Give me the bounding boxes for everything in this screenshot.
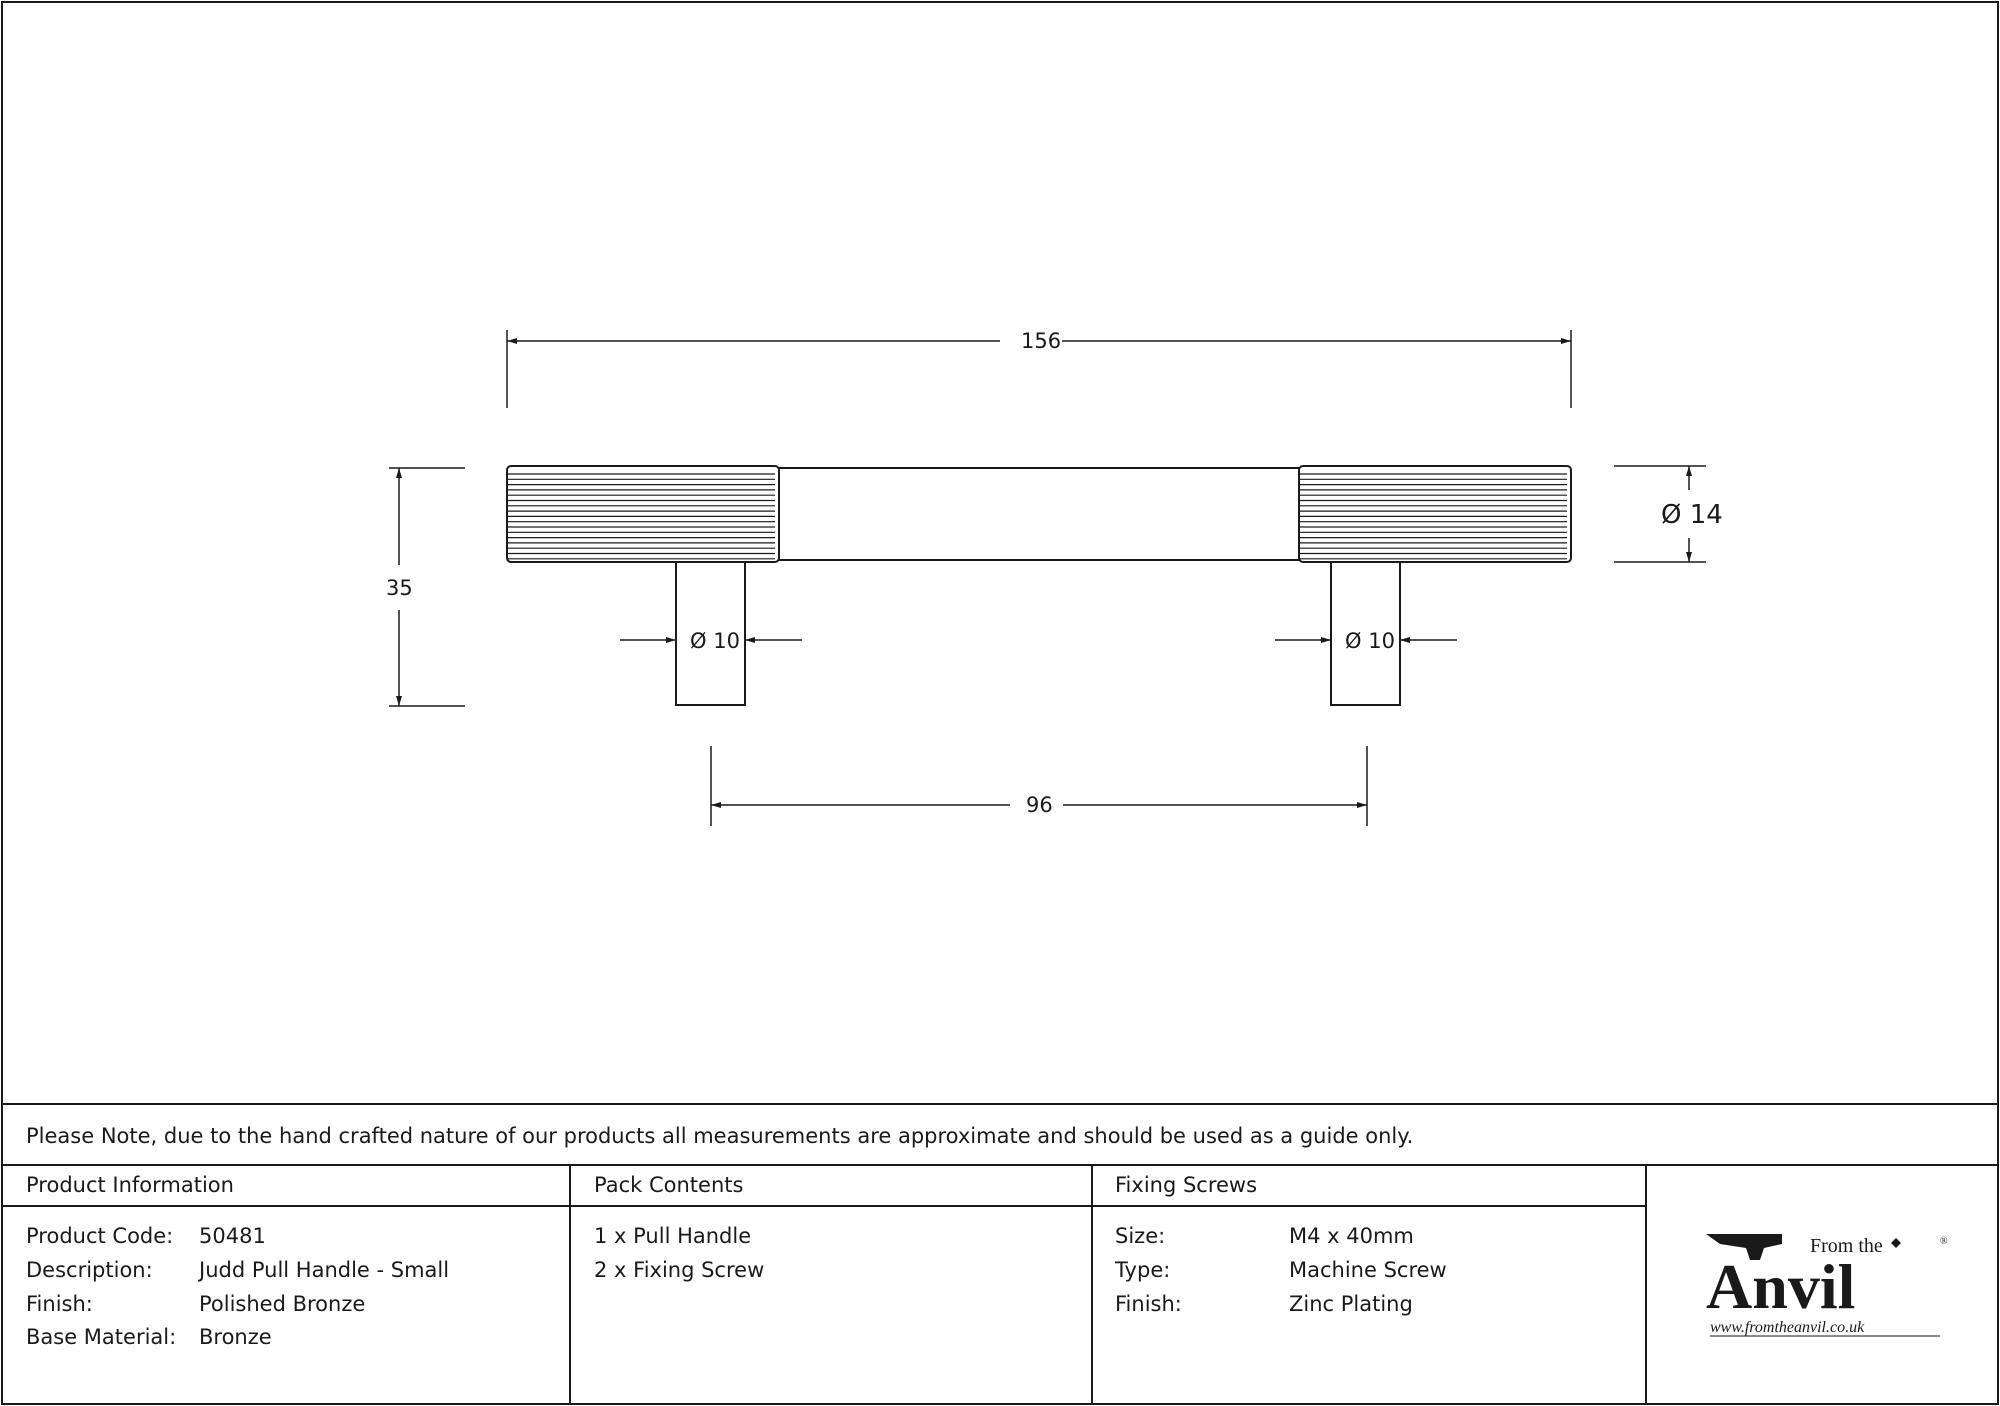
dim-label-post-left: Ø 10 [690, 629, 740, 653]
product-code-value: 50481 [199, 1224, 266, 1248]
screw-size-value: M4 x 40mm [1289, 1224, 1414, 1248]
pack-contents-heading: Pack Contents [594, 1173, 744, 1197]
description-label: Description: [26, 1258, 153, 1282]
dim-label-overall-length: 156 [1021, 329, 1062, 353]
finish-value: Polished Bronze [199, 1292, 366, 1316]
screw-finish-label: Finish: [1115, 1292, 1182, 1316]
diamond-icon [1891, 1238, 1901, 1248]
screw-type-value: Machine Screw [1289, 1258, 1447, 1282]
anvil-icon [1706, 1234, 1782, 1260]
dimension-centres [710, 746, 1368, 826]
handle-post-right [1330, 561, 1401, 706]
pack-item: 2 x Fixing Screw [594, 1258, 765, 1282]
finish-label: Finish: [26, 1292, 93, 1316]
logo-website: www.fromtheanvil.co.uk [1710, 1319, 1865, 1336]
pull-handle [506, 465, 1572, 706]
fixing-screws-heading: Fixing Screws [1115, 1173, 1258, 1197]
measurement-note: Please Note, due to the hand crafted nat… [26, 1124, 1414, 1148]
description-value: Judd Pull Handle - Small [199, 1258, 450, 1282]
knurled-grip-right [1298, 465, 1572, 563]
base-material-label: Base Material: [26, 1325, 177, 1349]
dimension-bar-diameter [1614, 465, 1706, 563]
screw-finish-value: Zinc Plating [1289, 1292, 1413, 1316]
product-code-label: Product Code: [26, 1224, 174, 1248]
logo-from-the: From the [1810, 1235, 1883, 1257]
base-material-value: Bronze [199, 1325, 272, 1349]
dim-label-centres: 96 [1026, 793, 1053, 817]
dimension-height [389, 467, 465, 707]
screw-type-label: Type: [1115, 1258, 1171, 1282]
dim-label-height: 35 [386, 576, 413, 600]
pack-item: 1 x Pull Handle [594, 1224, 752, 1248]
knurled-grip-left [506, 465, 780, 563]
product-information-heading: Product Information [26, 1173, 234, 1197]
dimension-overall-length [506, 330, 1572, 408]
logo-registered: ® [1940, 1236, 1948, 1247]
logo-anvil: Anvil [1706, 1251, 1855, 1322]
knurl-lines-right [1300, 473, 1567, 560]
handle-bar-centre [777, 467, 1301, 561]
knurl-lines-left [508, 473, 775, 560]
screw-size-label: Size: [1115, 1224, 1166, 1248]
dim-label-post-right: Ø 10 [1345, 629, 1395, 653]
dim-label-bar-diameter: Ø 14 [1661, 500, 1723, 530]
from-the-anvil-logo: From the ® Anvil www.fromtheanvil.co.uk [1700, 1226, 1960, 1346]
handle-post-left [675, 561, 746, 706]
